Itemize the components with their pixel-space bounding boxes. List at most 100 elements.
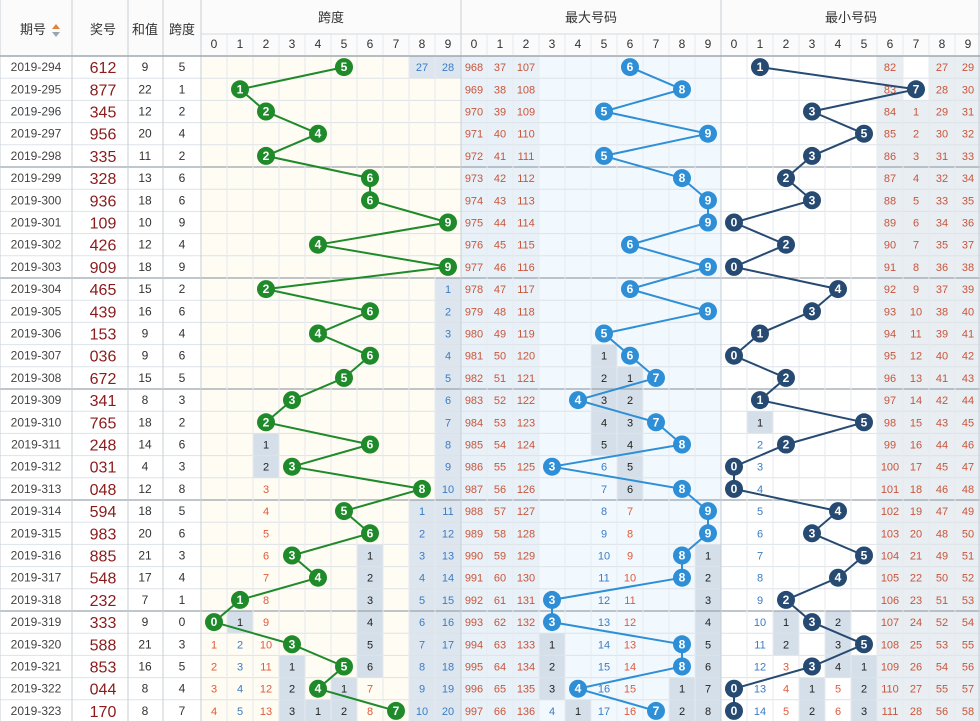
omission-bg-cell <box>513 500 539 523</box>
omission-cell: 127 <box>517 506 535 518</box>
sum-cell: 11 <box>139 149 152 163</box>
omission-cell: 11 <box>910 329 921 341</box>
omission-bg-cell <box>903 300 929 323</box>
prize-cell: 328 <box>90 171 117 188</box>
omission-bg-cell <box>903 699 929 721</box>
ball-max <box>647 368 665 387</box>
prize-cell: 672 <box>90 371 117 388</box>
omission-cell: 14 <box>598 639 610 651</box>
omission-cell: 12 <box>598 595 610 607</box>
omission-cell: 971 <box>465 129 483 141</box>
omission-cell: 26 <box>910 662 922 674</box>
omission-bg-cell <box>929 56 955 79</box>
omission-bg-cell <box>877 433 903 456</box>
omission-bg-cell <box>513 522 539 545</box>
ball-label: 4 <box>575 393 582 407</box>
highlight-cell <box>331 699 357 721</box>
period-cell: 2019-307 <box>11 349 62 363</box>
omission-cell: 2 <box>835 617 841 629</box>
ball-label: 5 <box>601 149 608 163</box>
ball-max <box>543 613 561 632</box>
period-cell: 2019-297 <box>11 127 62 141</box>
omission-bg-cell <box>955 633 980 656</box>
omission-cell: 122 <box>517 395 535 407</box>
omission-bg-cell <box>461 300 487 323</box>
prize-cell: 853 <box>90 660 117 677</box>
omission-bg-cell <box>877 588 903 611</box>
omission-bg-cell <box>435 56 461 79</box>
omission-cell: 17 <box>598 706 610 718</box>
highlight-cell <box>253 455 279 478</box>
omission-bg-cell <box>461 144 487 167</box>
span-cell: 2 <box>179 415 186 429</box>
omission-bg-cell <box>513 566 539 589</box>
omission-bg-cell <box>903 100 929 123</box>
highlight-cell <box>695 699 721 721</box>
omission-cell: 112 <box>517 173 535 185</box>
ball-label: 2 <box>263 415 270 429</box>
span-cell: 4 <box>179 238 186 252</box>
ball-span <box>231 80 249 99</box>
omission-bg-cell <box>461 322 487 345</box>
sum-cell: 9 <box>142 615 149 629</box>
digit-header-8: 8 <box>939 37 946 51</box>
omission-bg-cell <box>955 100 980 123</box>
omission-bg-cell <box>435 477 461 500</box>
omission-bg-cell <box>435 300 461 323</box>
sum-cell: 15 <box>138 371 152 385</box>
omission-cell: 2 <box>341 706 347 718</box>
period-cell: 2019-319 <box>11 615 62 629</box>
period-cell: 2019-294 <box>11 60 62 74</box>
omission-bg-cell <box>461 278 487 301</box>
omission-cell: 27 <box>416 62 428 74</box>
ball-label: 5 <box>601 105 608 119</box>
highlight-cell <box>695 566 721 589</box>
omission-cell: 9 <box>601 528 607 540</box>
span-cell: 2 <box>179 105 186 119</box>
omission-cell: 110 <box>517 129 535 141</box>
omission-cell: 15 <box>624 684 636 696</box>
omission-cell: 55 <box>962 639 974 651</box>
omission-bg-cell <box>487 211 513 234</box>
omission-cell: 1 <box>211 639 217 651</box>
ball-span <box>257 280 275 299</box>
omission-cell: 10 <box>754 617 766 629</box>
omission-bg-cell <box>955 189 980 212</box>
omission-bg-cell <box>409 588 435 611</box>
omission-cell: 1 <box>861 662 867 674</box>
omission-bg-cell <box>487 566 513 589</box>
omission-cell: 5 <box>237 706 243 718</box>
omission-bg-cell <box>903 566 929 589</box>
highlight-cell <box>695 588 721 611</box>
span-cell: 4 <box>179 327 186 341</box>
sort-arrows-icon[interactable] <box>52 24 60 37</box>
omission-bg-cell <box>929 366 955 389</box>
ball-max <box>673 546 691 565</box>
omission-bg-cell <box>903 366 929 389</box>
ball-span <box>361 169 379 188</box>
omission-cell: 27 <box>936 62 948 74</box>
highlight-cell <box>695 611 721 634</box>
highlight-cell <box>851 677 877 700</box>
omission-bg-cell <box>929 500 955 523</box>
omission-bg-cell <box>487 78 513 101</box>
omission-cell: 997 <box>465 706 483 718</box>
omission-cell: 45 <box>494 240 506 252</box>
omission-cell: 65 <box>494 684 506 696</box>
header-span: 跨度 <box>169 22 195 37</box>
highlight-cell <box>565 699 591 721</box>
omission-bg-cell <box>877 544 903 567</box>
omission-cell: 46 <box>962 440 974 452</box>
period-cell: 2019-299 <box>11 171 62 185</box>
ball-label: 3 <box>809 526 816 540</box>
omission-cell: 992 <box>465 595 483 607</box>
prize-cell: 909 <box>90 260 117 277</box>
ball-max <box>647 701 665 720</box>
omission-bg-cell <box>461 433 487 456</box>
omission-cell: 100 <box>881 462 899 474</box>
omission-cell: 20 <box>442 706 454 718</box>
